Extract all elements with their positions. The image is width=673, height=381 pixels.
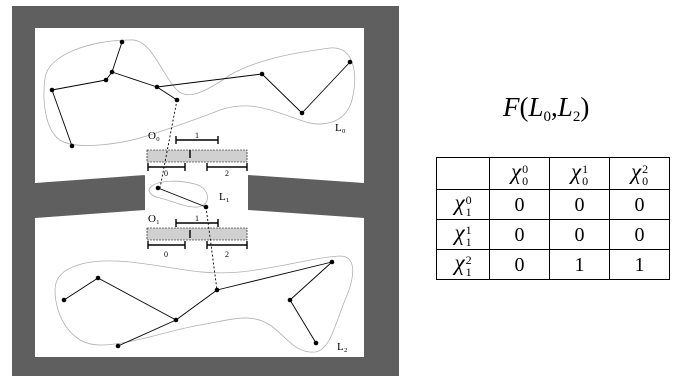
- row-sub: 1: [465, 204, 472, 219]
- chi-symbol: χ: [630, 159, 642, 185]
- l2-graph-edges: [63, 261, 333, 347]
- bottom-room: [35, 242, 364, 357]
- l0-graph-edges: [51, 41, 351, 147]
- region-l1-outline: [148, 180, 208, 208]
- label-l1: L₁: [219, 191, 230, 203]
- table-cell: 0: [489, 189, 550, 220]
- row-sub: 1: [465, 264, 472, 279]
- bottom-ruler-label-c: 2: [225, 250, 229, 259]
- label-o0: O₀: [148, 130, 160, 142]
- formula-arg1-sub: 0: [543, 109, 552, 125]
- formula-func: F: [503, 92, 520, 122]
- formula-arg1: L: [528, 92, 544, 122]
- label-l2: L₂: [337, 341, 348, 353]
- table-cell: 0: [609, 219, 670, 250]
- table-corner-cell: [436, 157, 490, 190]
- formula-open: (: [519, 92, 529, 122]
- col-sub: 0: [582, 173, 589, 188]
- table-cell: 1: [549, 249, 610, 280]
- left-funnel: [35, 148, 145, 242]
- region-l0-outline: [43, 39, 355, 146]
- map-diagram: L₀ L₁ L₂ O₀ O₁ 1 0 2 1 0 2: [12, 6, 399, 376]
- row-sup: 1: [465, 222, 472, 237]
- dashed-connectors: [159, 99, 218, 291]
- bottom-ruler-label-a: 1: [195, 214, 199, 223]
- chi-symbol: χ: [570, 159, 582, 185]
- bottom-ruler-label-b: 0: [164, 250, 168, 259]
- table-cell: 0: [609, 189, 670, 220]
- formula-comma: ,: [551, 92, 558, 122]
- table-cell: 0: [549, 189, 610, 220]
- top-corridor-strip: [146, 149, 248, 163]
- table-cell: 0: [549, 219, 610, 250]
- formula-arg2: L: [557, 92, 573, 122]
- col-sub: 0: [522, 173, 529, 188]
- formula-title: F(L0,L2): [503, 92, 590, 125]
- table-cell: 0: [489, 249, 550, 280]
- chi-symbol: χ: [510, 159, 522, 185]
- bottom-ruler: [147, 219, 248, 249]
- top-ruler: [147, 136, 248, 171]
- top-ruler-label-b: 0: [164, 169, 168, 178]
- chi-symbol: χ: [454, 220, 465, 246]
- top-ruler-label-a: 1: [195, 131, 199, 140]
- label-o1: O₁: [148, 213, 160, 225]
- top-room: [35, 28, 364, 148]
- chi-symbol: χ: [454, 190, 465, 216]
- label-l0: L₀: [335, 122, 346, 134]
- col-sup: 2: [642, 161, 649, 176]
- table-cell: 1: [609, 249, 670, 280]
- col-sup: 0: [522, 161, 529, 176]
- col-sup: 1: [582, 161, 589, 176]
- bottom-corridor-strip: [146, 227, 248, 241]
- region-l2-outline: [54, 255, 354, 353]
- right-funnel: [248, 148, 364, 242]
- center-room: [145, 148, 248, 242]
- row-sup: 0: [465, 192, 472, 207]
- top-ruler-label-c: 2: [225, 169, 229, 178]
- l0-graph-nodes: [49, 39, 353, 149]
- chi-symbol: χ: [454, 250, 465, 276]
- row-sup: 2: [465, 252, 472, 267]
- table-cell: 0: [489, 219, 550, 250]
- row-sub: 1: [465, 234, 472, 249]
- formula-arg2-sub: 2: [572, 109, 581, 125]
- formula-close: ): [580, 92, 590, 122]
- l2-graph-nodes: [61, 259, 335, 349]
- col-sub: 0: [642, 173, 649, 188]
